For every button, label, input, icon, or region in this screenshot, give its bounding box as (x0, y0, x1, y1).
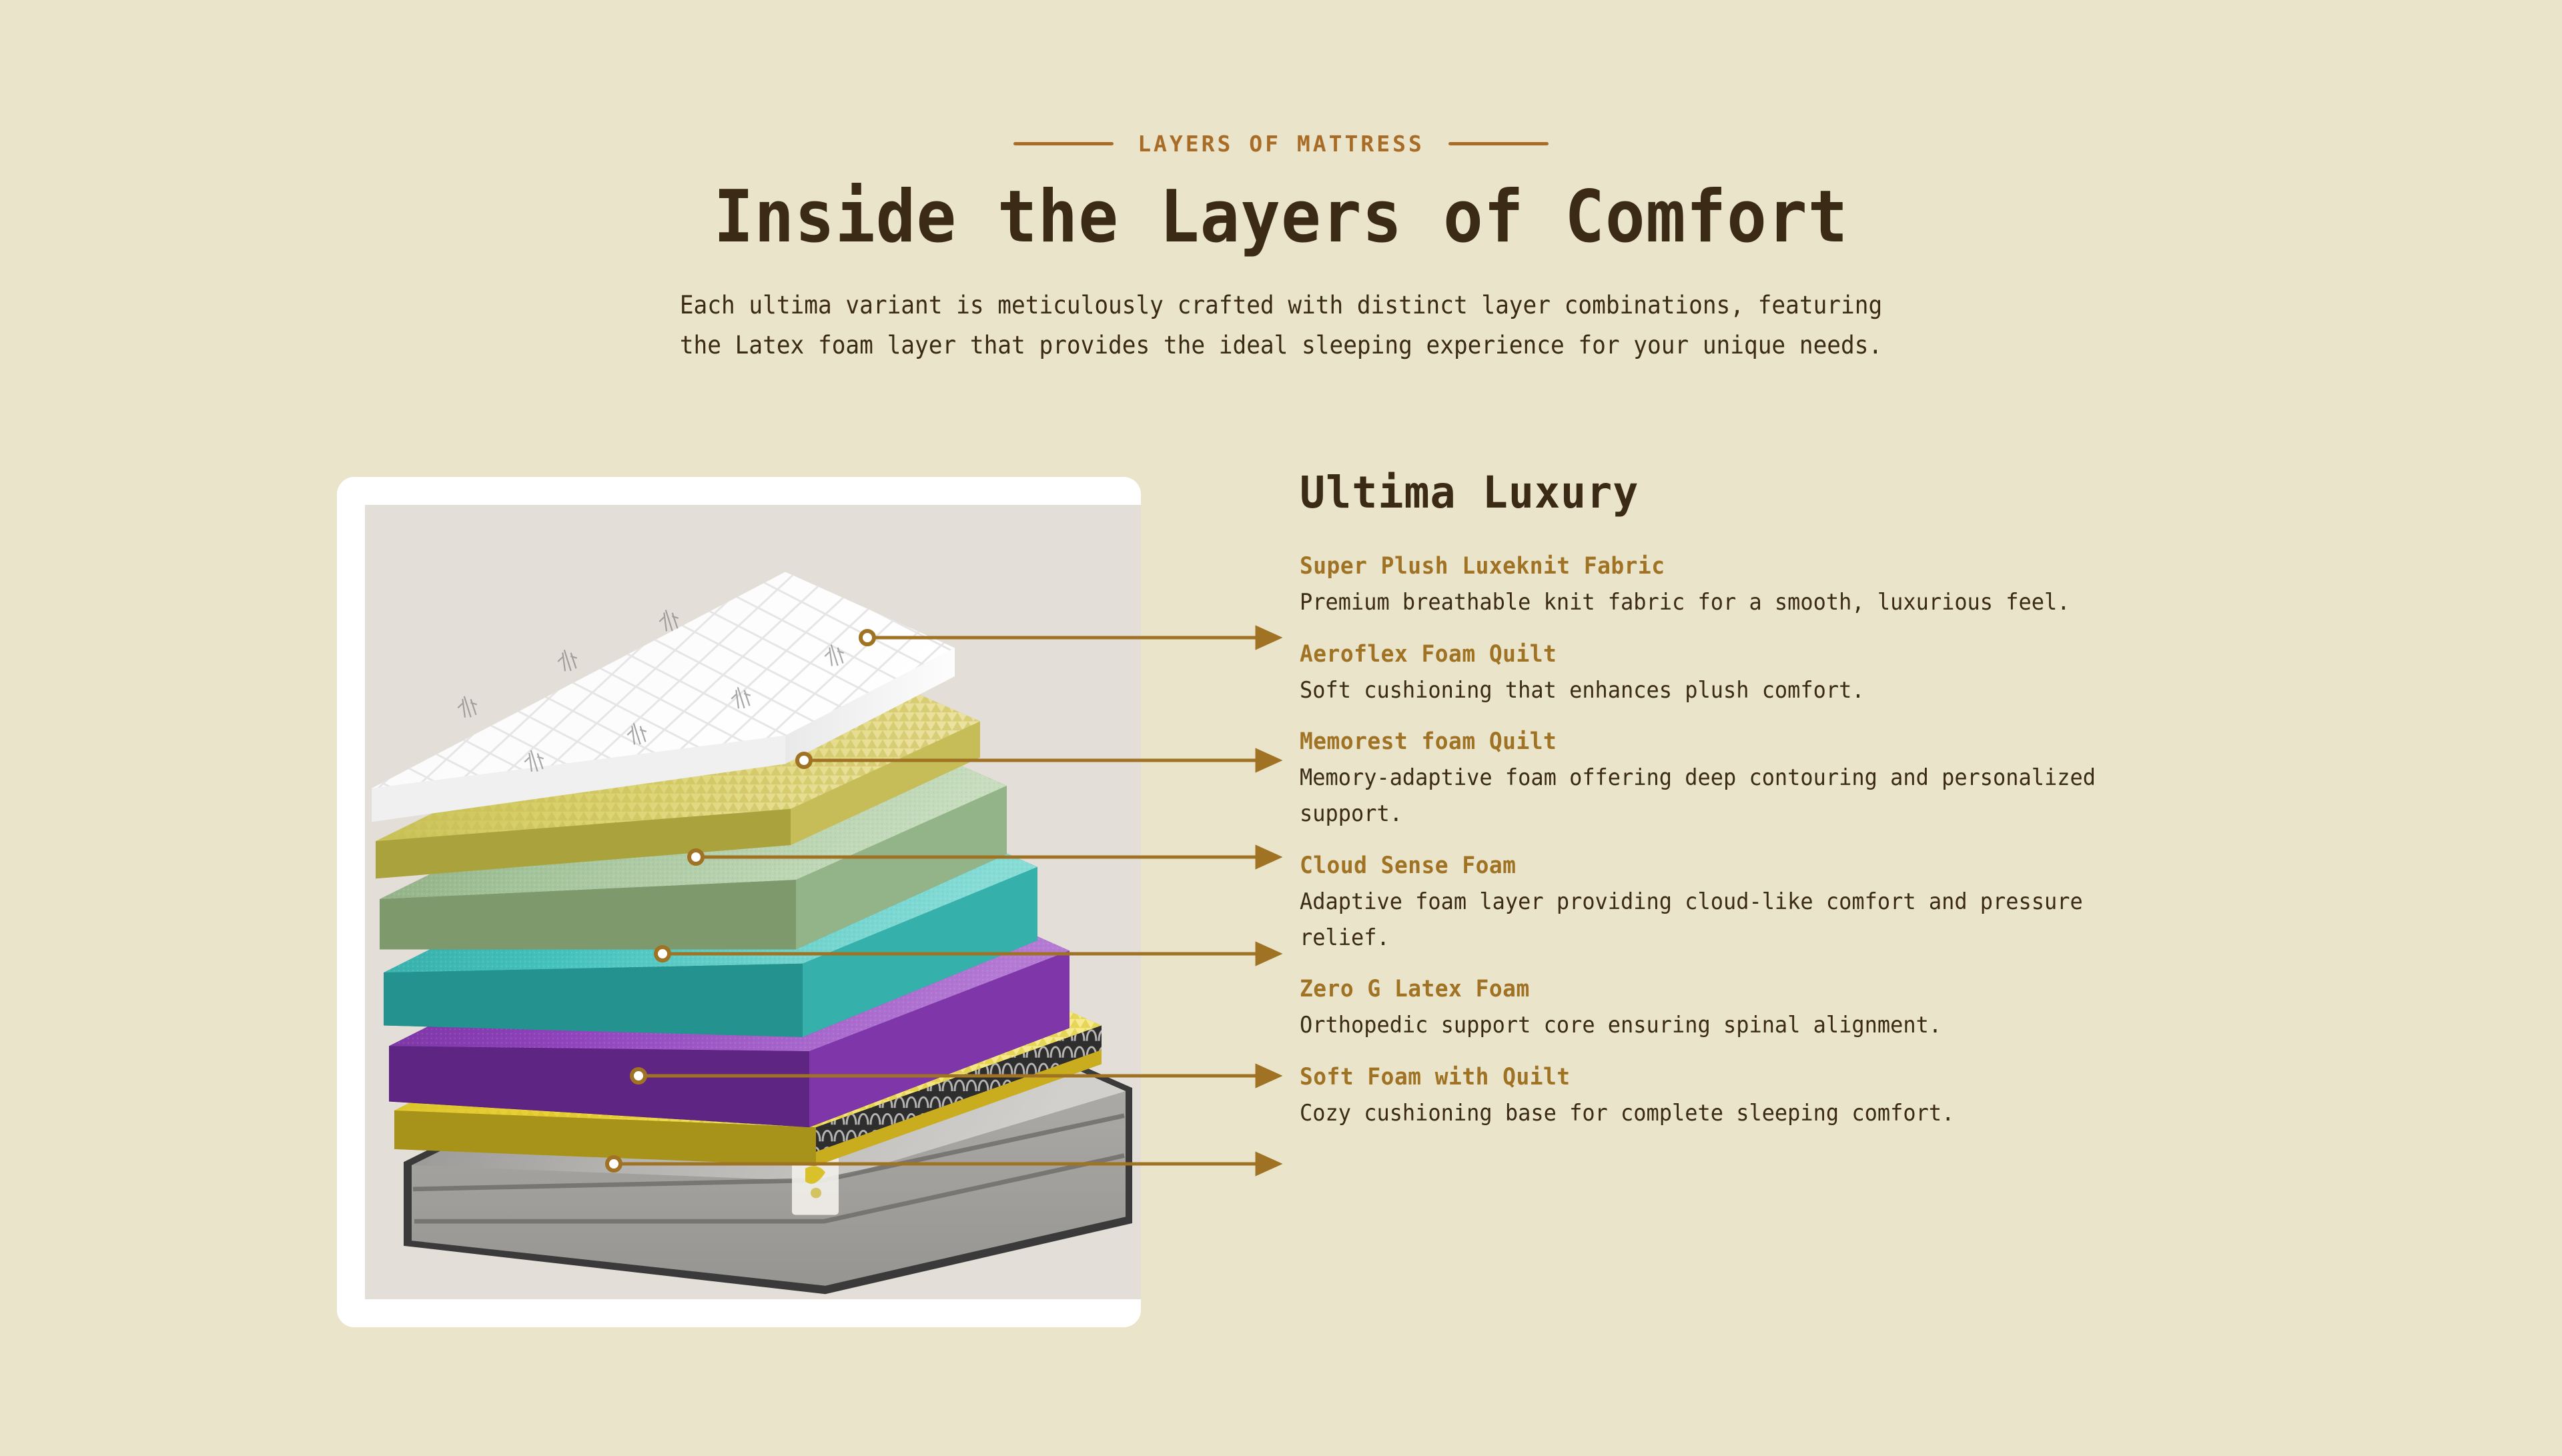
mattress-spring-edge (816, 1025, 1102, 1152)
layer-name: Soft Foam with Quilt (1300, 1064, 1571, 1091)
eyebrow-rule-right (1448, 142, 1549, 145)
layer-description: Adaptive foam layer providing cloud-like… (1300, 888, 2083, 951)
product-name: Ultima Luxury (1300, 467, 1639, 518)
eyebrow-row: LAYERS OF MATTRESS (0, 131, 2562, 157)
layer-name: Zero G Latex Foam (1300, 976, 1530, 1003)
eyebrow-label: LAYERS OF MATTRESS (1138, 131, 1424, 157)
layer-item-6: Soft Foam with Quilt Cozy cushioning bas… (1300, 1064, 2434, 1132)
page-title: Inside the Layers of Comfort (713, 175, 1849, 259)
page-subtitle-line-1: Each ultima variant is meticulously craf… (679, 291, 1883, 320)
layer-description: Memory-adaptive foam offering deep conto… (1300, 764, 2096, 828)
page-subtitle-line-2: the Latex foam layer that provides the i… (679, 331, 1883, 360)
layer-name: Memorest foam Quilt (1300, 728, 1557, 756)
layer-item-3: Memorest foam Quilt Memory-adaptive foam… (1300, 728, 2434, 832)
layer-description: Orthopedic support core ensuring spinal … (1300, 1012, 1942, 1039)
eyebrow-rule-left (1013, 142, 1114, 145)
layer-item-4: Cloud Sense Foam Adaptive foam layer pro… (1300, 852, 2434, 956)
page-subtitle: Each ultima variant is meticulously craf… (623, 285, 1939, 366)
layer-name: Cloud Sense Foam (1300, 852, 1517, 879)
layer-description: Premium breathable knit fabric for a smo… (1300, 589, 2070, 616)
layer-name: Aeroflex Foam Quilt (1300, 640, 1557, 668)
page-header: LAYERS OF MATTRESS Inside the Layers of … (0, 0, 2562, 366)
layers-panel: Ultima Luxury Super Plush Luxeknit Fabri… (1300, 467, 2434, 1152)
layer-description: Soft cushioning that enhances plush comf… (1300, 676, 1865, 704)
mattress-layer-luxeknit-fabric (372, 572, 955, 822)
mattress-image-card (337, 477, 1141, 1327)
mattress-image-area (365, 505, 1141, 1299)
layer-name: Super Plush Luxeknit Fabric (1300, 553, 1665, 580)
layer-item-2: Aeroflex Foam Quilt Soft cushioning that… (1300, 641, 2434, 709)
layer-item-1: Super Plush Luxeknit Fabric Premium brea… (1300, 553, 2434, 621)
main-content: Ultima Luxury Super Plush Luxeknit Fabri… (0, 467, 2562, 1361)
layer-item-5: Zero G Latex Foam Orthopedic support cor… (1300, 976, 2434, 1044)
mattress-illustration (372, 572, 1132, 1295)
layer-description: Cozy cushioning base for complete sleepi… (1300, 1100, 1955, 1127)
